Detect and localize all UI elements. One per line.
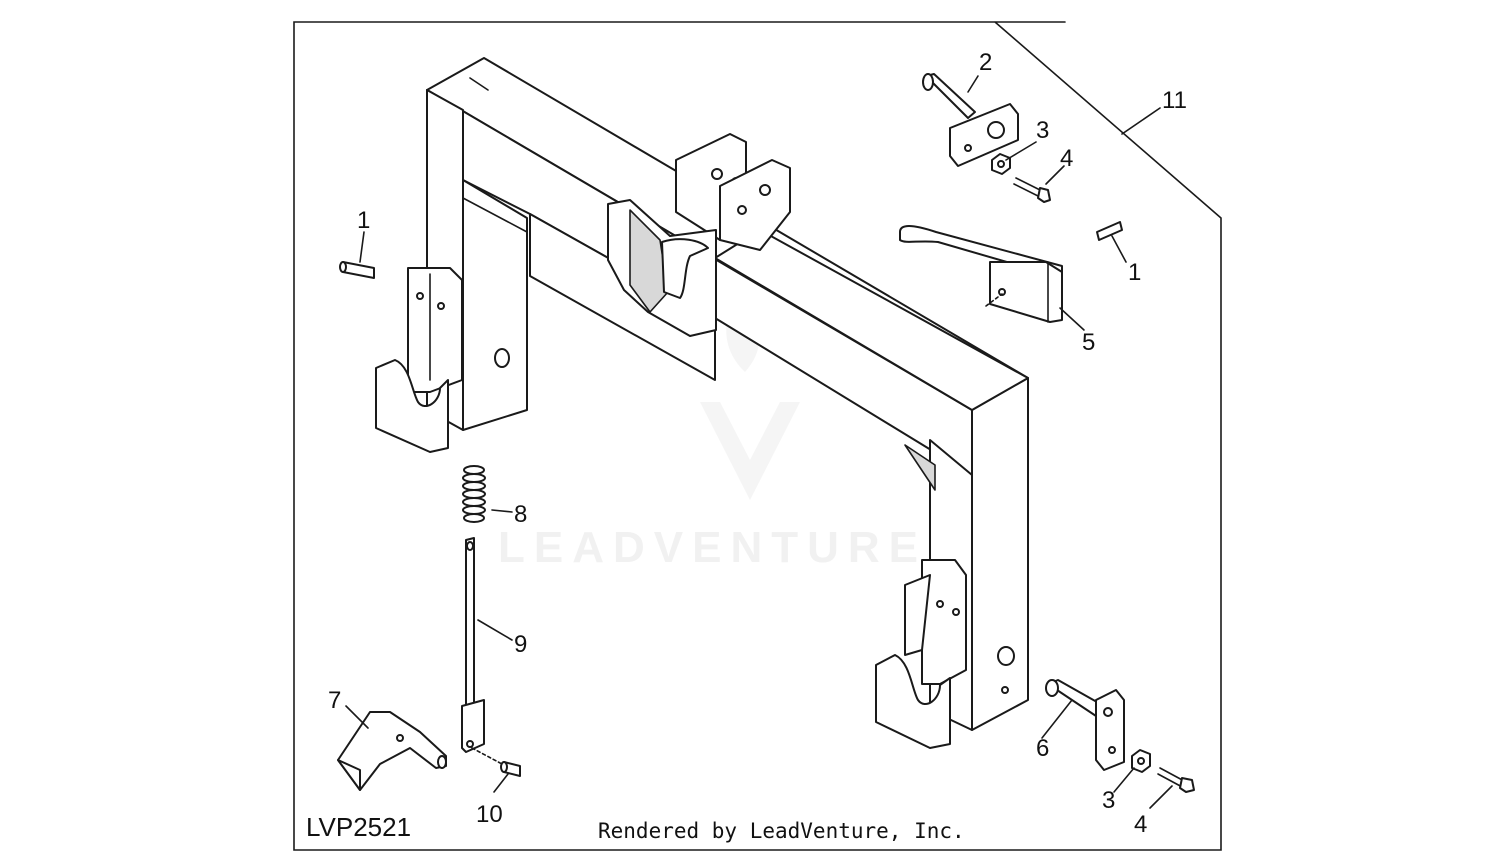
callout-6: 6 <box>1036 735 1049 762</box>
roll-pin-1-right <box>1096 221 1123 241</box>
callout-7: 7 <box>328 687 341 714</box>
callout-leaders <box>345 75 1173 809</box>
spring-8 <box>462 465 486 523</box>
callout-5: 5 <box>1082 329 1095 356</box>
callout-10: 10 <box>476 801 503 828</box>
render-credit: Rendered by LeadVenture, Inc. <box>598 819 965 843</box>
callout-9: 9 <box>514 631 527 658</box>
bolt-4-top <box>1013 177 1051 203</box>
bracket-7 <box>337 711 447 791</box>
callout-8: 8 <box>514 501 527 528</box>
diagram-border <box>293 21 1222 851</box>
rod-9 <box>461 537 485 753</box>
watermark-logo: LEADVENTURE <box>498 290 927 572</box>
nut-3-bottom <box>1131 749 1151 773</box>
callout-3-top: 3 <box>1036 117 1049 144</box>
callout-labels: 1 2 3 4 11 1 5 6 7 8 9 10 3 4 <box>328 49 1187 838</box>
pin-plate-6 <box>1045 679 1125 771</box>
callout-1-right: 1 <box>1128 259 1141 286</box>
callout-2: 2 <box>979 49 992 76</box>
watermark-text: LEADVENTURE <box>498 523 927 572</box>
callout-3-bottom: 3 <box>1102 787 1115 814</box>
latch-handle-5 <box>899 225 1063 323</box>
roll-pin-1-left <box>339 261 375 279</box>
pin-10 <box>471 747 521 777</box>
bolt-4-bottom <box>1157 767 1195 793</box>
quick-hitch-frame <box>375 57 1029 749</box>
pin-plate-2 <box>922 73 1019 167</box>
callout-1-left: 1 <box>357 207 370 234</box>
callout-4-bottom: 4 <box>1134 811 1147 838</box>
callout-4-top: 4 <box>1060 145 1073 172</box>
nut-3-top <box>991 153 1011 175</box>
callout-11: 11 <box>1162 87 1187 114</box>
reference-code: LVP2521 <box>306 812 411 842</box>
